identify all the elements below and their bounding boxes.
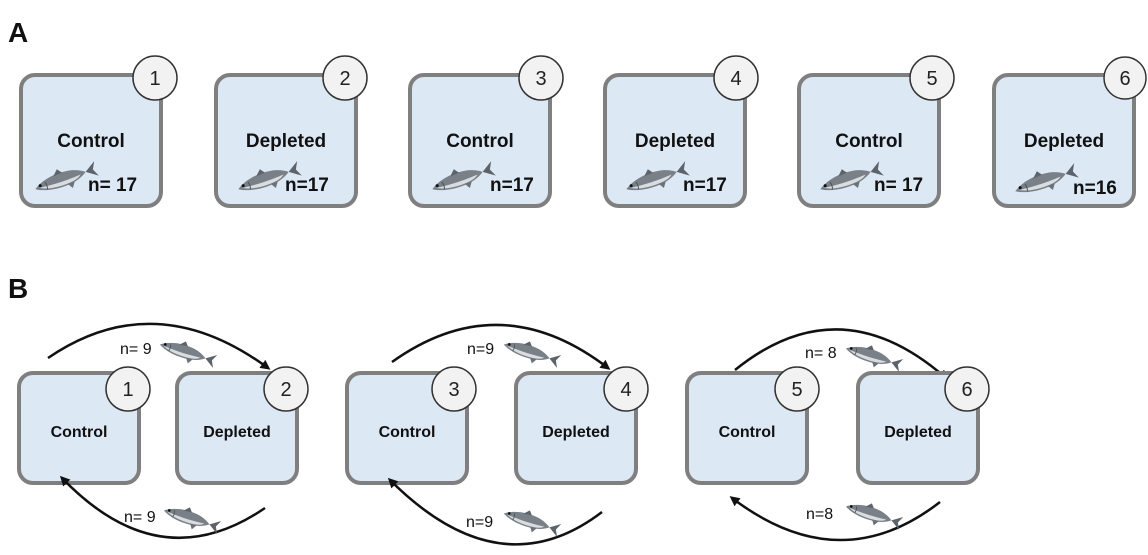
panel-b-pair-2: n=9 3 Control 4 Depleted n=9	[345, 323, 649, 546]
panel-a-tank-2: 2 Depleted n=17	[214, 55, 368, 208]
tank-box-right	[514, 371, 638, 485]
tank-number: 4	[730, 68, 741, 90]
tank-label: Control	[57, 131, 125, 152]
tank-number-circle	[713, 55, 759, 101]
tank-label: Control	[719, 424, 776, 441]
tank-box-left	[685, 371, 809, 485]
tank-number: 3	[535, 68, 546, 90]
tank-label: Depleted	[884, 424, 952, 441]
panel-a-tank-4: 4 Depleted n=17	[603, 55, 759, 208]
fish-icon	[500, 333, 563, 372]
tank-label: Depleted	[246, 131, 326, 152]
tank-number-circle	[132, 55, 178, 101]
tank-number: 5	[791, 379, 802, 401]
panel-b-pair-1: n= 9 1 Control 2 Depleted n= 9	[17, 322, 309, 539]
tank-box	[214, 73, 358, 208]
fish-count: n=17	[683, 175, 727, 196]
tank-label: Depleted	[1024, 131, 1104, 152]
transfer-count-top: n= 9	[120, 341, 152, 358]
tank-number-circle	[944, 366, 990, 412]
transfer-arrow-top	[391, 323, 611, 370]
transfer-arrow-top	[734, 328, 949, 380]
fish-count: n=17	[490, 175, 534, 196]
tank-number: 5	[926, 68, 937, 90]
tank-number-circle	[322, 55, 368, 101]
transfer-arrow-top	[47, 322, 271, 370]
tank-number: 1	[122, 379, 133, 401]
tank-label: Control	[835, 131, 903, 152]
tank-number-circle	[105, 366, 151, 412]
panel-b-letter: B	[8, 273, 28, 304]
tank-label: Depleted	[635, 131, 715, 152]
transfer-count-bottom: n=8	[806, 506, 833, 523]
transfer-arrow-bottom	[387, 477, 603, 546]
transfer-count-top: n= 8	[805, 345, 837, 362]
tank-number-circle	[518, 55, 564, 101]
tank-number: 2	[280, 379, 291, 401]
fish-icon	[156, 333, 219, 372]
tank-number: 6	[1119, 68, 1130, 90]
tank-number-circle	[431, 366, 477, 412]
tank-number: 3	[448, 379, 459, 401]
fish-count: n= 17	[88, 175, 137, 196]
tank-number: 2	[339, 68, 350, 90]
panel-a-tank-3: 3 Control n=17	[408, 55, 564, 208]
tank-number: 1	[149, 68, 160, 90]
tank-number-circle	[909, 55, 955, 101]
tank-number-circle	[603, 366, 649, 412]
tank-number-circle	[263, 366, 309, 412]
tank-label: Control	[379, 424, 436, 441]
fish-count: n=16	[1073, 178, 1117, 199]
panel-a-tank-6: 6 Depleted n=16	[992, 56, 1147, 208]
fish-icon	[500, 502, 563, 541]
fish-count: n=17	[285, 175, 329, 196]
panel-b-pair-3: n= 8 5 Control 6 Depleted n=8	[685, 328, 990, 542]
panel-a-tank-5: 5 Control n= 17	[797, 55, 955, 208]
tank-label: Control	[51, 424, 108, 441]
tank-box	[797, 73, 941, 208]
tank-label: Control	[446, 131, 514, 152]
transfer-count-top: n=9	[467, 341, 494, 358]
fish-count: n= 17	[874, 175, 923, 196]
tank-number-circle	[774, 366, 820, 412]
transfer-count-bottom: n=9	[466, 514, 493, 531]
transfer-count-bottom: n= 9	[124, 509, 156, 526]
tank-number: 4	[620, 379, 631, 401]
panel-a-tank-1: 1 Control n= 17	[19, 55, 178, 208]
tank-box	[603, 73, 747, 208]
transfer-arrow-bottom	[729, 496, 941, 542]
fish-icon	[160, 499, 223, 538]
tank-box	[992, 73, 1136, 208]
panel-a-letter: A	[8, 17, 28, 48]
tank-label: Depleted	[542, 424, 610, 441]
tank-label: Depleted	[203, 424, 271, 441]
tank-number: 6	[961, 379, 972, 401]
tank-number-circle	[1103, 56, 1147, 100]
tank-box	[408, 73, 552, 208]
transfer-arrow-bottom	[59, 475, 266, 539]
